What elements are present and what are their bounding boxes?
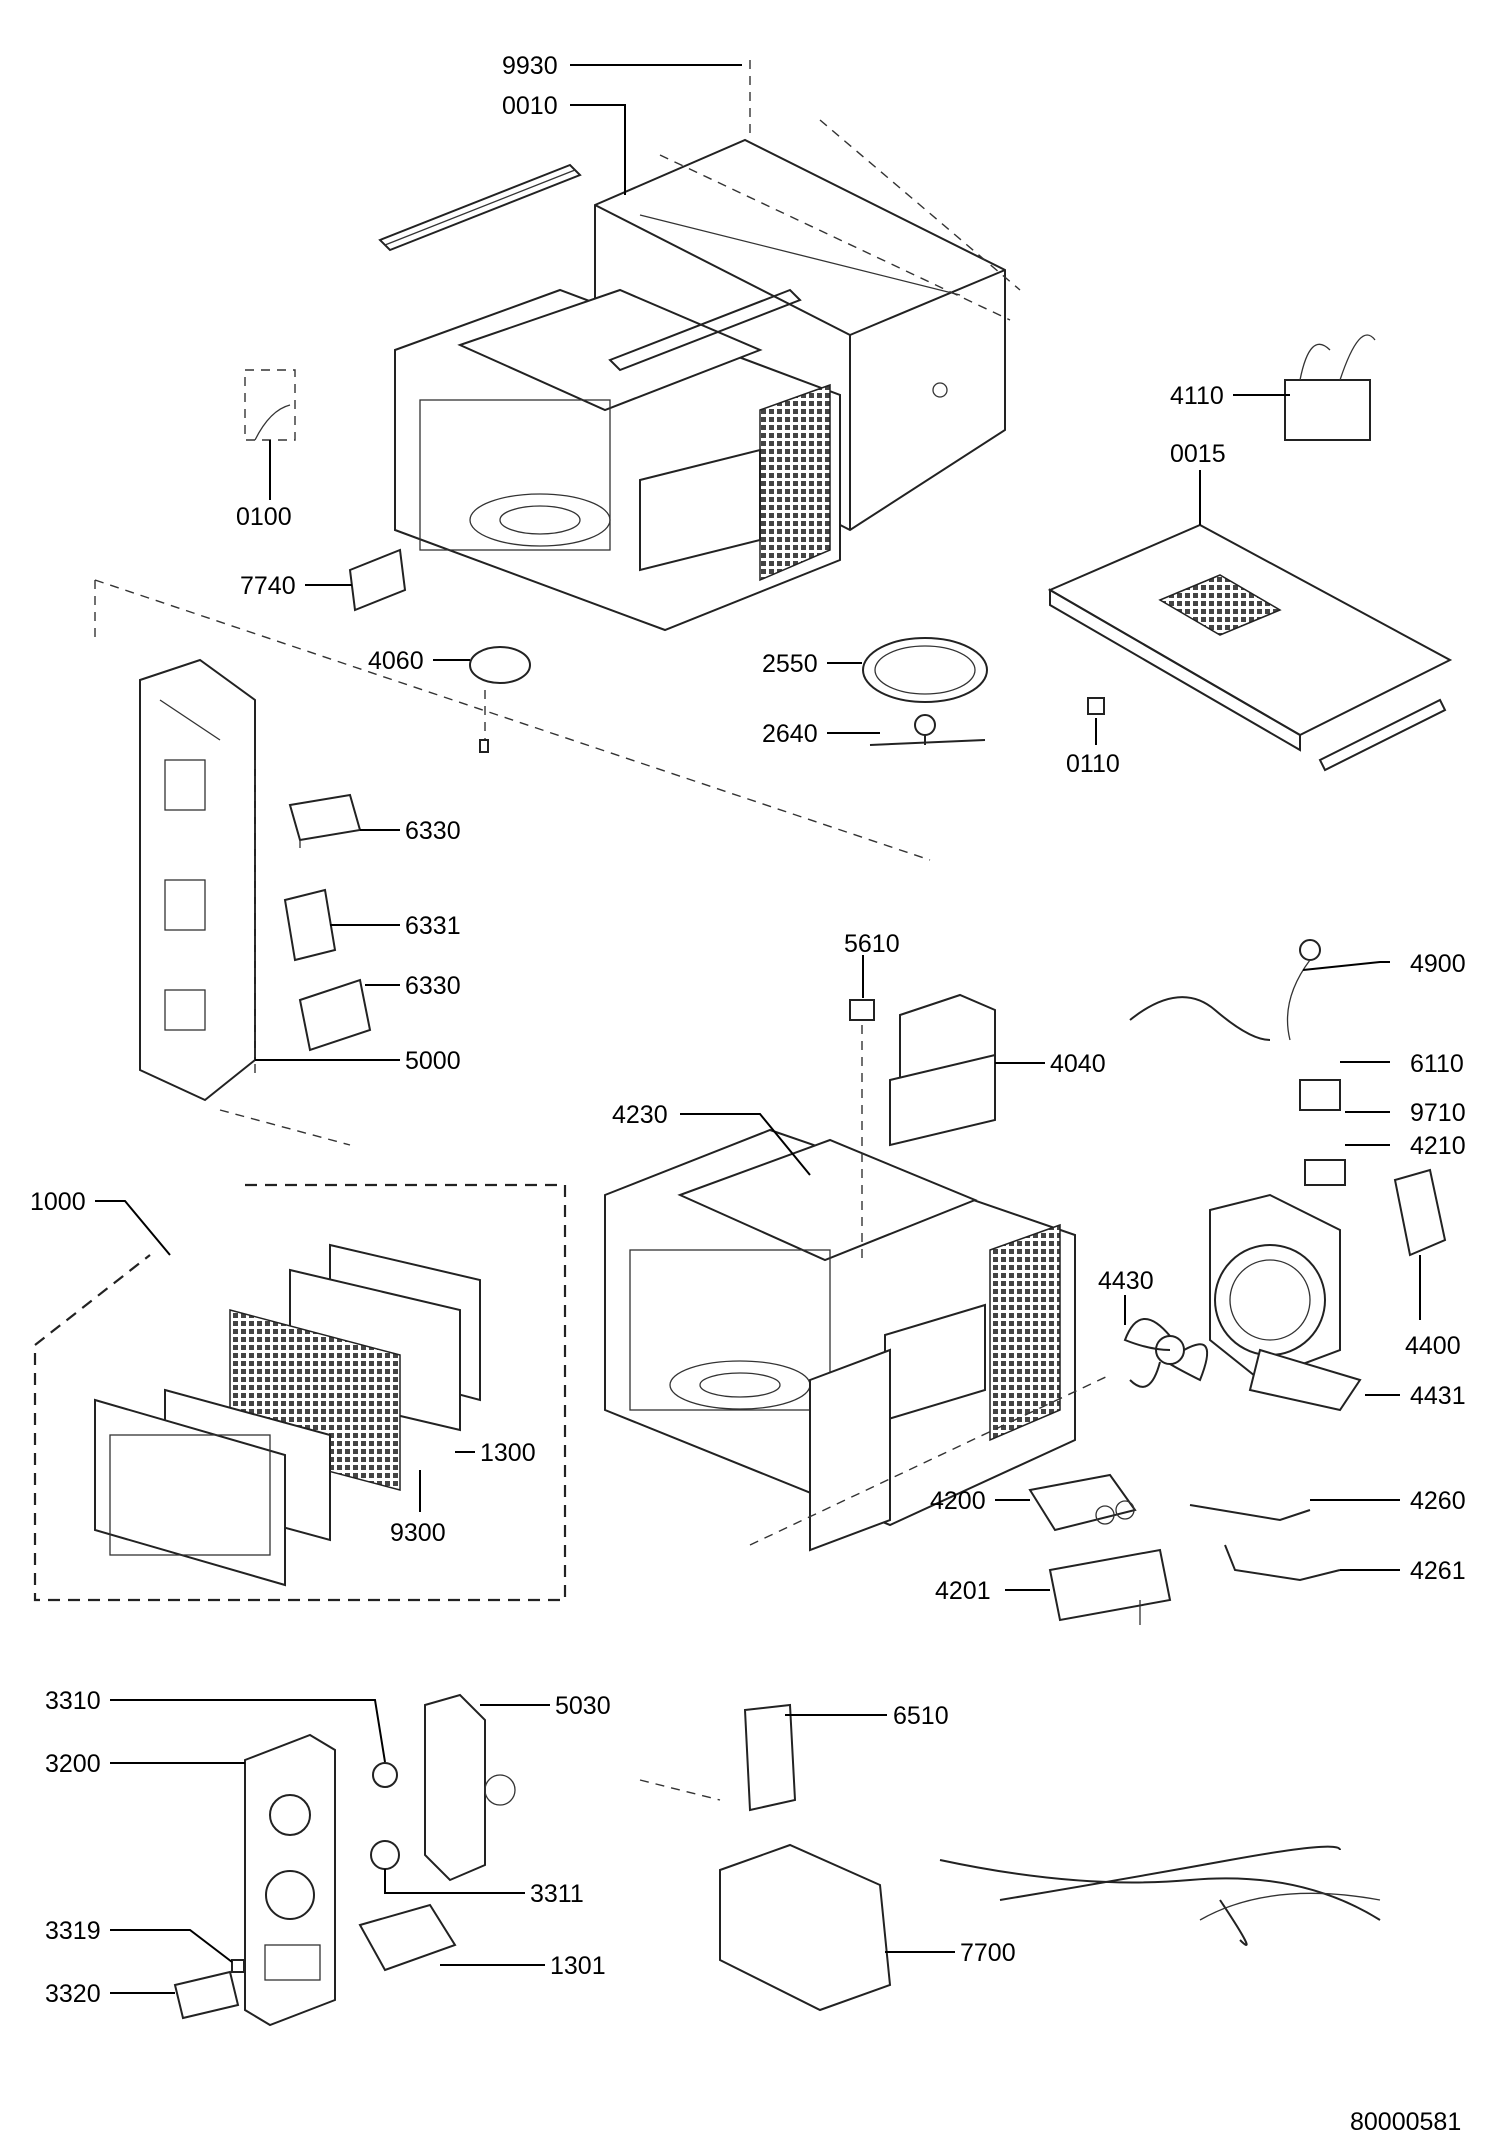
- part-label-4040: 4040: [1050, 1050, 1106, 1078]
- foot-part: [1087, 697, 1105, 715]
- microswitch-part: [283, 888, 337, 962]
- part-label-3200: 3200: [45, 1750, 101, 1778]
- section-separator-line: [94, 579, 931, 861]
- part-label-5610: 5610: [844, 930, 900, 958]
- thermostat-part: [1304, 1159, 1346, 1186]
- thermal-cutout-part: [849, 999, 875, 1021]
- microswitch-part: [288, 793, 362, 848]
- leader-lines: [95, 64, 1421, 1994]
- timer-board-part: [424, 1693, 516, 1882]
- control-panel-part: [244, 1733, 336, 2027]
- knob-part: [372, 1762, 398, 1788]
- part-label-3319: 3319: [45, 1917, 101, 1945]
- switch-assembly-part: [358, 1903, 457, 1972]
- part-label-4210: 4210: [1410, 1132, 1466, 1160]
- part-label-4060: 4060: [368, 647, 424, 675]
- diode-part: [1189, 1504, 1311, 1522]
- drawing-number: 80000581: [1350, 2108, 1461, 2136]
- roller-ring-part: [862, 637, 988, 703]
- part-label-7740: 7740: [240, 572, 296, 600]
- part-label-6110: 6110: [1410, 1050, 1464, 1078]
- part-label-3320: 3320: [45, 1980, 101, 2008]
- part-label-9930: 9930: [502, 52, 558, 80]
- part-label-4261: 4261: [1410, 1557, 1466, 1585]
- main-cavity-chassis-part: [604, 1128, 1111, 1552]
- magnetron-part: [889, 993, 996, 1147]
- part-label-3311: 3311: [530, 1880, 584, 1908]
- part-label-4400: 4400: [1405, 1332, 1461, 1360]
- part-label-6331: 6331: [405, 912, 461, 940]
- part-label-0010: 0010: [502, 92, 558, 120]
- cover-plate-part: [348, 548, 407, 612]
- part-label-2550: 2550: [762, 650, 818, 678]
- coupler-part: [869, 714, 986, 746]
- fuse-part: [1299, 1079, 1341, 1111]
- part-label-9300: 9300: [390, 1519, 446, 1547]
- waveguide-cover-part: [639, 1703, 892, 2012]
- part-label-4230: 4230: [612, 1101, 668, 1129]
- fan-bracket-part: [1209, 1193, 1362, 1412]
- wiring-harness-part: [939, 1845, 1381, 1946]
- base-plate-part: [1047, 523, 1453, 772]
- part-label-0110: 0110: [1066, 750, 1120, 778]
- door-assembly-group: [33, 1183, 567, 1602]
- part-label-6330-top: 6330: [405, 817, 461, 845]
- part-label-1300: 1300: [480, 1439, 536, 1467]
- knob-part: [370, 1840, 400, 1870]
- button-part: [173, 1970, 240, 2020]
- part-label-5000: 5000: [405, 1047, 461, 1075]
- part-label-5030: 5030: [555, 1692, 611, 1720]
- label-sticker-part: [244, 369, 296, 441]
- part-label-4110: 4110: [1170, 382, 1224, 410]
- inner-cavity-chassis-part: [394, 288, 841, 632]
- capacitor-part: [1028, 1473, 1137, 1532]
- part-labels: 9930 0010 4110 0015 0100 7740 4060 2550 …: [30, 52, 1466, 2136]
- part-label-4260: 4260: [1410, 1487, 1466, 1515]
- part-label-6330-bottom: 6330: [405, 972, 461, 1000]
- transformer-part: [1284, 334, 1376, 441]
- top-rail-part: [378, 163, 582, 252]
- part-label-6510: 6510: [893, 1702, 949, 1730]
- part-label-2640: 2640: [762, 720, 818, 748]
- microswitch-part: [298, 978, 372, 1052]
- spring-part: [231, 1959, 245, 1973]
- part-label-0015: 0015: [1170, 440, 1226, 468]
- part-label-0100: 0100: [236, 503, 292, 531]
- part-label-1000: 1000: [30, 1188, 86, 1216]
- part-label-7700: 7700: [960, 1939, 1016, 1967]
- part-label-4900: 4900: [1410, 950, 1466, 978]
- capacitor-bracket-part: [1048, 1548, 1172, 1625]
- fan-motor-part: [1393, 1168, 1447, 1257]
- part-label-4431: 4431: [1410, 1382, 1466, 1410]
- fan-blade-part: [1123, 1318, 1209, 1388]
- part-label-3310: 3310: [45, 1687, 101, 1715]
- wiring-lead-part: [1129, 939, 1321, 1041]
- part-label-4201: 4201: [935, 1577, 991, 1605]
- turntable-motor-part: [469, 646, 531, 753]
- part-label-4200: 4200: [930, 1487, 986, 1515]
- diode-part: [1224, 1544, 1341, 1582]
- part-label-9710: 9710: [1410, 1099, 1466, 1127]
- part-label-4430: 4430: [1098, 1267, 1154, 1295]
- part-label-1301: 1301: [550, 1952, 606, 1980]
